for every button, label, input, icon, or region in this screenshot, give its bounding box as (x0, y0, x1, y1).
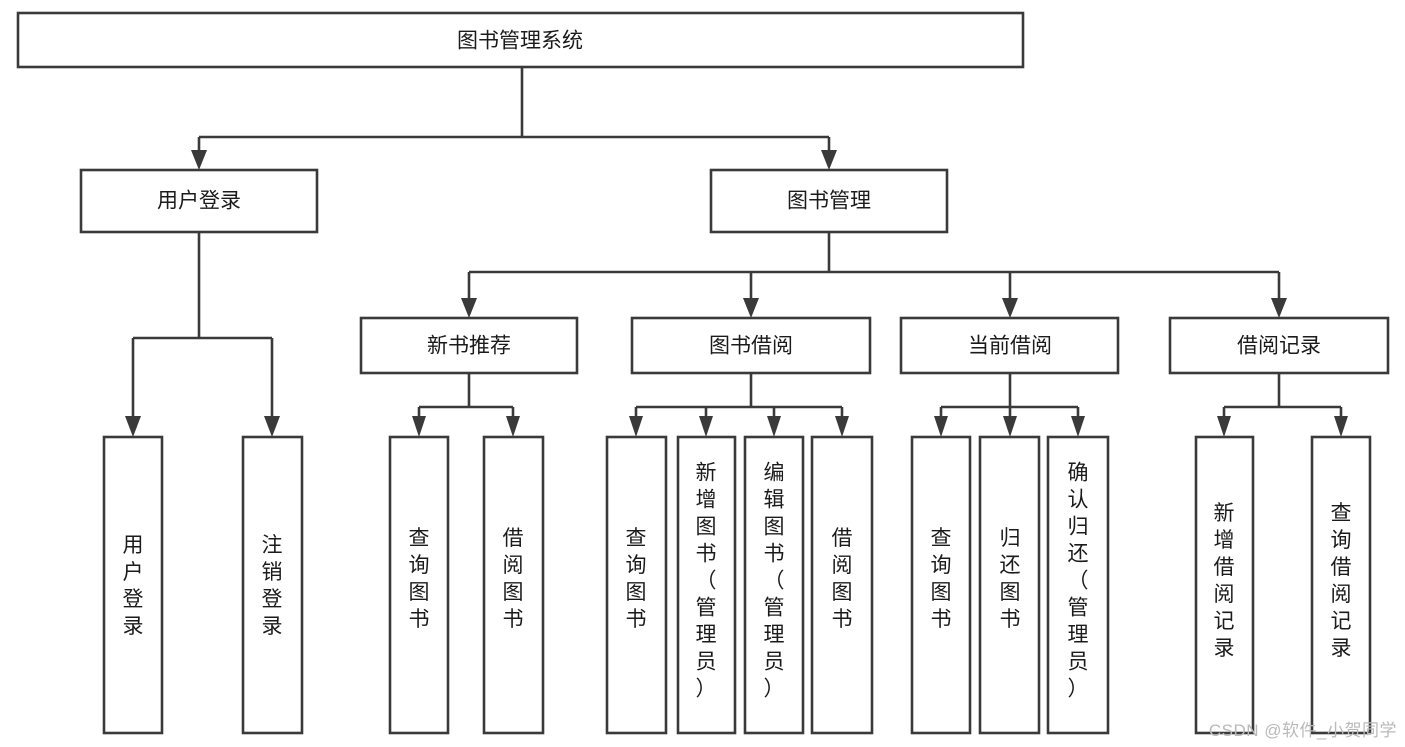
arrow-leaf-add-book (699, 416, 713, 437)
node-leaf-borrow-book[interactable]: 借阅图书 (810, 435, 874, 735)
arrow-leaf-borrow-book-rec (506, 416, 520, 437)
arrow-book-borrow (743, 298, 759, 318)
node-leaf-query-book-rec-label: 查询图书 (409, 527, 430, 631)
arrow-leaf-query-book-rec (412, 416, 426, 437)
arrow-current-borrow (1002, 298, 1018, 318)
node-book-manage[interactable]: 图书管理 (709, 168, 949, 234)
node-new-book-recommend-label: 新书推荐 (427, 335, 511, 358)
node-leaf-query-book-rec-box[interactable] (388, 435, 450, 735)
node-book-manage-box[interactable] (709, 168, 949, 234)
node-new-book-recommend[interactable]: 新书推荐 (359, 316, 579, 375)
arrow-leaf-query-record (1334, 416, 1348, 437)
node-leaf-query-record-box[interactable] (1310, 435, 1372, 735)
node-leaf-add-record-box[interactable] (1194, 435, 1255, 735)
node-leaf-query-book-cur[interactable]: 查询图书 (910, 435, 972, 735)
arrow-leaf-edit-book (767, 416, 781, 437)
node-leaf-add-book-label: 新增图书（管理员） (696, 462, 717, 701)
node-leaf-edit-book[interactable]: 编辑图书（管理员） (743, 435, 805, 735)
node-current-borrow-label: 当前借阅 (968, 335, 1052, 358)
arrow-leaf-return-book (1003, 416, 1017, 437)
arrow-leaf-confirm-return (1071, 416, 1085, 437)
node-leaf-user-login-label: 用户登录 (123, 534, 144, 638)
node-leaf-add-book[interactable]: 新增图书（管理员） (676, 435, 737, 735)
node-leaf-query-book-cur-label: 查询图书 (931, 527, 952, 631)
node-leaf-confirm-return-box[interactable] (1046, 435, 1110, 735)
node-borrow-record-box[interactable] (1168, 316, 1390, 375)
csdn-watermark: CSDN @软件_小贺同学 (1208, 721, 1397, 740)
node-borrow-record[interactable]: 借阅记录 (1168, 316, 1390, 375)
arrow-leaf-query-book-cur (934, 416, 948, 437)
node-leaf-return-book-box[interactable] (978, 435, 1041, 735)
node-book-borrow-box[interactable] (630, 316, 872, 375)
node-user-login-box[interactable] (79, 168, 319, 234)
node-leaf-return-book[interactable]: 归还图书 (978, 435, 1041, 735)
node-leaf-edit-book-label: 编辑图书（管理员） (764, 462, 785, 701)
node-leaf-borrow-book-label: 借阅图书 (832, 527, 853, 631)
node-book-borrow[interactable]: 图书借阅 (630, 316, 872, 375)
node-leaf-add-record[interactable]: 新增借阅记录 (1194, 435, 1255, 735)
node-root-box[interactable] (16, 11, 1025, 69)
node-leaf-add-record-label: 新增借阅记录 (1214, 502, 1235, 660)
node-leaf-add-book-box[interactable] (676, 435, 737, 735)
arrow-leaf-add-record (1217, 416, 1231, 437)
node-leaf-query-book-borrow-box[interactable] (605, 435, 668, 735)
node-user-login-label: 用户登录 (157, 190, 241, 213)
node-user-login[interactable]: 用户登录 (79, 168, 319, 234)
node-leaf-confirm-return-label: 确认归还（管理员） (1068, 462, 1089, 701)
node-leaf-edit-book-box[interactable] (743, 435, 805, 735)
node-leaf-user-login-box[interactable] (102, 435, 164, 735)
node-leaf-user-login[interactable]: 用户登录 (102, 435, 164, 735)
node-leaf-logout-box[interactable] (241, 435, 304, 735)
node-book-borrow-label: 图书借阅 (709, 335, 793, 358)
node-leaf-borrow-book-box[interactable] (810, 435, 874, 735)
arrow-borrow-record (1271, 298, 1287, 318)
node-leaf-borrow-book-rec-label: 借阅图书 (503, 527, 524, 631)
node-leaf-query-record-label: 查询借阅记录 (1331, 502, 1352, 660)
arrow-leaf-logout (264, 416, 280, 437)
arrow-leaf-query-book-borrow (629, 416, 643, 437)
node-leaf-query-book-cur-box[interactable] (910, 435, 972, 735)
arrow-to-book-manage (821, 150, 837, 170)
node-leaf-logout[interactable]: 注销登录 (241, 435, 304, 735)
arrow-leaf-user-login (125, 416, 141, 437)
node-leaf-return-book-label: 归还图书 (1000, 527, 1021, 631)
node-leaf-query-book-rec[interactable]: 查询图书 (388, 435, 450, 735)
node-borrow-record-label: 借阅记录 (1237, 335, 1321, 358)
node-new-book-recommend-box[interactable] (359, 316, 579, 375)
node-leaf-query-book-borrow[interactable]: 查询图书 (605, 435, 668, 735)
node-current-borrow[interactable]: 当前借阅 (899, 316, 1120, 375)
node-current-borrow-box[interactable] (899, 316, 1120, 375)
arrow-leaf-borrow-book (835, 416, 849, 437)
connector-layer (125, 67, 1348, 437)
node-leaf-borrow-book-rec-box[interactable] (482, 435, 545, 735)
node-leaf-confirm-return[interactable]: 确认归还（管理员） (1046, 435, 1110, 735)
node-leaf-query-book-borrow-label: 查询图书 (626, 527, 647, 631)
arrow-to-user-login (191, 150, 207, 170)
arrow-new-book-recommend (461, 298, 477, 318)
node-leaf-logout-label: 注销登录 (262, 534, 283, 638)
node-leaf-borrow-book-rec[interactable]: 借阅图书 (482, 435, 545, 735)
node-root-label: 图书管理系统 (457, 30, 583, 53)
node-leaf-query-record[interactable]: 查询借阅记录 (1310, 435, 1372, 735)
node-root[interactable]: 图书管理系统 (16, 11, 1025, 69)
node-book-manage-label: 图书管理 (787, 190, 871, 213)
